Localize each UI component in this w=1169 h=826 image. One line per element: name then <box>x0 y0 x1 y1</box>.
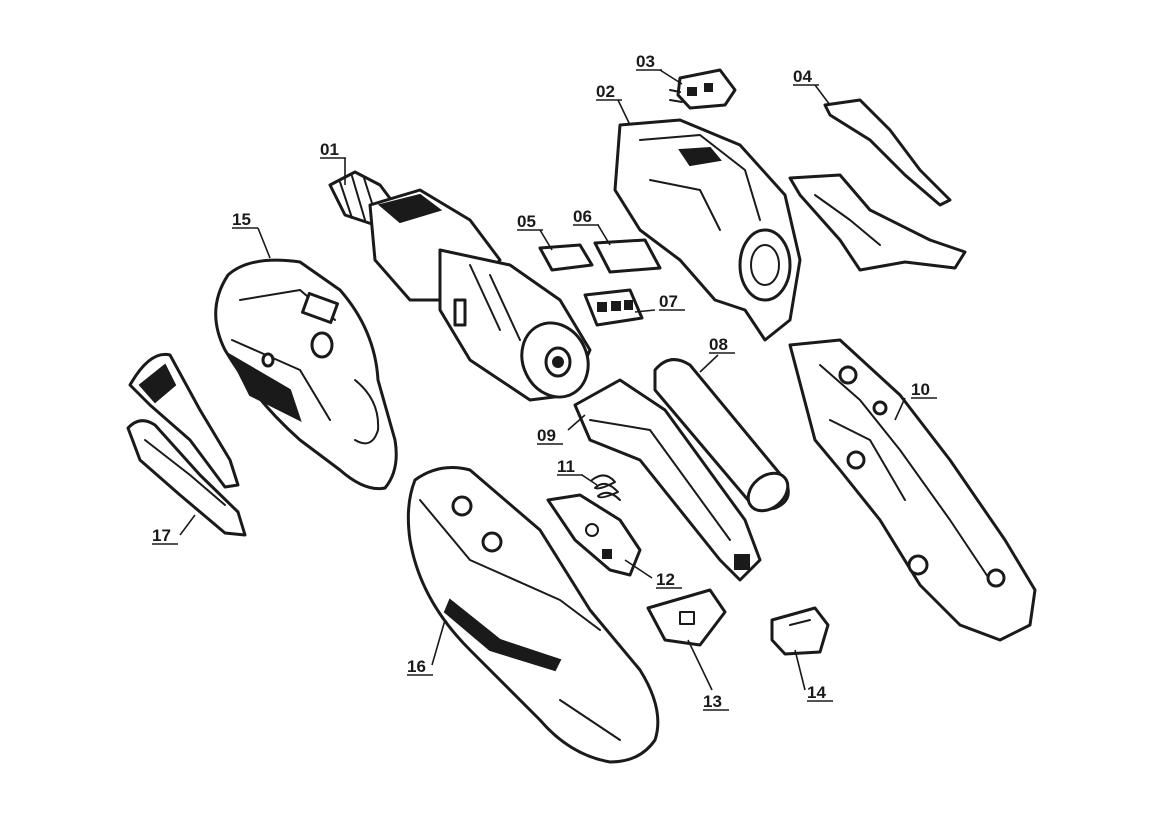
part-06-pad <box>593 238 662 274</box>
label-part-05: 05 <box>517 212 536 231</box>
leader-lines <box>179 69 906 691</box>
part-15-left-housing <box>214 258 398 491</box>
label-part-10: 10 <box>911 380 930 399</box>
label-part-07: 07 <box>659 292 678 311</box>
part-05-plate <box>538 243 594 272</box>
label-part-01: 01 <box>320 140 339 159</box>
label-part-02: 02 <box>596 82 615 101</box>
part-07-switch <box>583 288 644 327</box>
part-10-right-housing <box>788 338 1037 642</box>
label-part-17: 17 <box>152 526 171 545</box>
part-17-side-covers <box>126 352 247 537</box>
part-16-handle-cover <box>406 466 660 764</box>
label-part-15: 15 <box>232 210 251 229</box>
part-14-cap <box>770 606 830 656</box>
part-09-battery-holder <box>573 378 762 582</box>
label-part-13: 13 <box>703 692 722 711</box>
label-part-09: 09 <box>537 426 556 445</box>
part-12-switch-carrier <box>546 493 642 577</box>
label-part-04: 04 <box>793 67 812 86</box>
part-08-battery <box>653 358 790 513</box>
label-part-11: 11 <box>557 457 575 476</box>
part-04-clip <box>788 98 967 272</box>
label-part-16: 16 <box>407 657 426 676</box>
part-13-battery-cover <box>646 588 727 647</box>
part-03-contact-plate <box>669 68 737 110</box>
label-part-03: 03 <box>636 52 655 71</box>
part-02-front-housing <box>613 118 802 342</box>
label-part-08: 08 <box>709 335 728 354</box>
label-part-14: 14 <box>807 683 826 702</box>
part-11-spring <box>591 474 621 501</box>
part-labels: 01 02 03 04 05 06 07 08 09 10 11 12 13 1… <box>152 52 937 711</box>
label-part-06: 06 <box>573 207 592 226</box>
label-part-12: 12 <box>656 570 675 589</box>
part-01-motor-gearbox <box>328 170 592 402</box>
